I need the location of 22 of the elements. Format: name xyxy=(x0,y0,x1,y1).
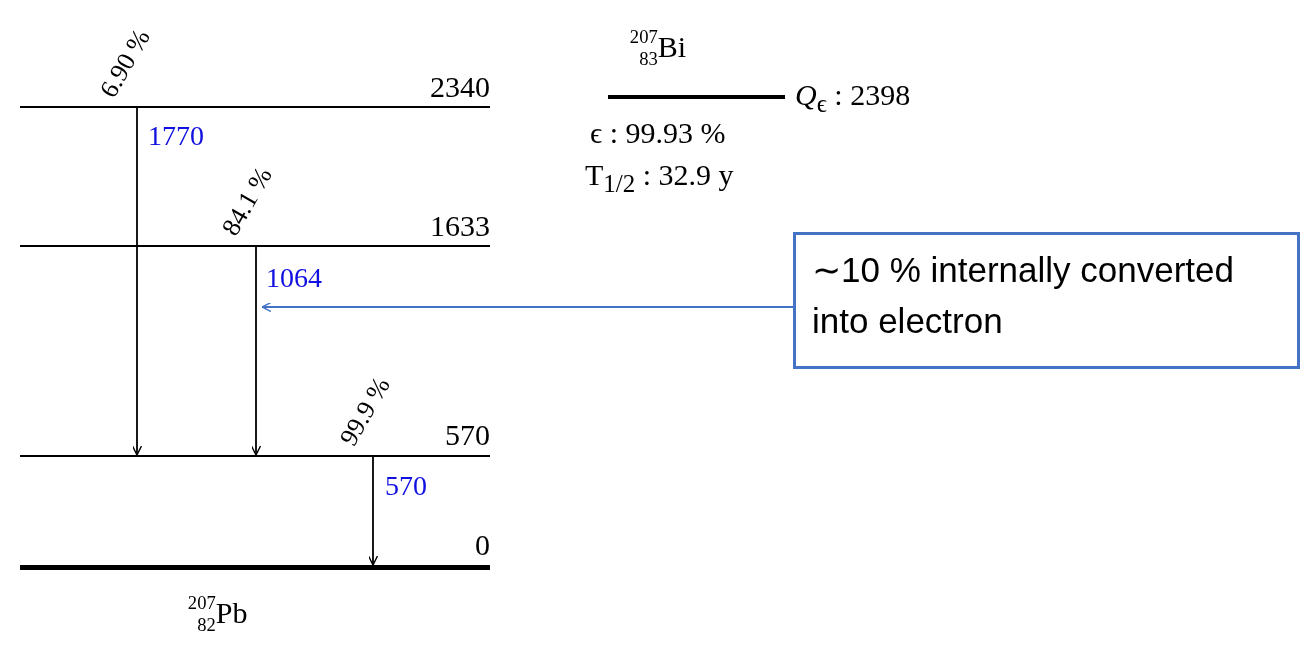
edge-label: 1064 xyxy=(266,264,322,292)
transition-arrow xyxy=(250,246,262,456)
level-text: Q$_{ϵ}$ : 2398 xyxy=(795,80,911,116)
leader-arrow xyxy=(261,301,794,313)
level-text: ϵ : 99.93 % xyxy=(590,118,726,148)
level-text: 1633 xyxy=(430,211,490,241)
level-text: 570 xyxy=(445,420,490,450)
energy-level-line xyxy=(20,245,490,247)
transition-arrow xyxy=(131,107,143,456)
edge-label: 570 xyxy=(385,472,427,500)
level-text: 0 xyxy=(475,530,490,560)
branching-ratio: 84.1 % xyxy=(217,163,277,240)
energy-level-line xyxy=(20,455,490,457)
level-text: 2340 xyxy=(430,72,490,102)
branching-ratio: 6.90 % xyxy=(95,25,155,102)
branching-ratio: 99.9 % xyxy=(335,373,395,450)
transition-arrow xyxy=(367,456,379,566)
energy-level-line xyxy=(20,106,490,108)
callout-text: ∼10 % internally converted into electron xyxy=(812,249,1235,342)
edge-label: 1770 xyxy=(148,122,204,150)
callout-box xyxy=(793,232,1300,369)
level-text: T$_{1/2}$ : 32.9 y xyxy=(585,160,734,196)
